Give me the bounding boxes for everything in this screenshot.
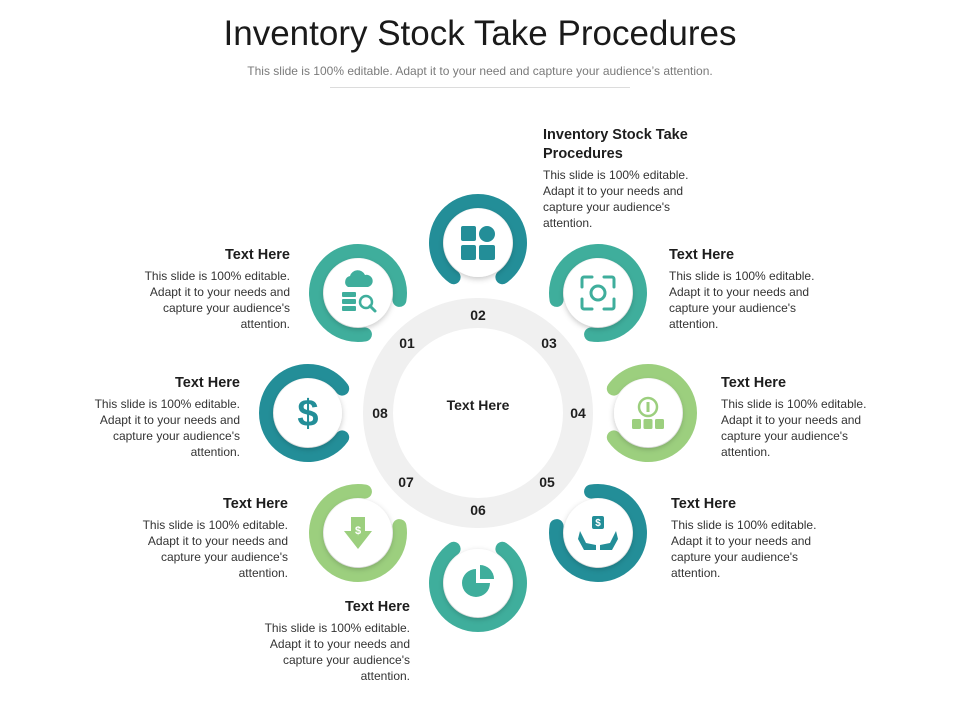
step-03-disc xyxy=(564,259,632,327)
step-07-number: 07 xyxy=(398,474,414,490)
title-divider xyxy=(330,87,630,88)
step-04-title: Text Here xyxy=(721,375,787,391)
step-02-title: Inventory Stock Take Procedures xyxy=(543,127,688,162)
step-04-number: 04 xyxy=(570,405,586,421)
step-05-body: This slide is 100% editable. Adapt it to… xyxy=(671,518,817,580)
down-arrow-dollar-icon: $ xyxy=(344,517,372,549)
step-08-label: Text Here This slide is 100% editable. A… xyxy=(90,374,240,460)
step-06-body: This slide is 100% editable. Adapt it to… xyxy=(264,621,410,683)
step-05-label: Text Here This slide is 100% editable. A… xyxy=(671,495,821,581)
center-label: Text Here xyxy=(446,397,510,413)
step-01-node xyxy=(309,244,407,342)
step-01-number: 01 xyxy=(399,335,415,351)
step-07-body: This slide is 100% editable. Adapt it to… xyxy=(142,518,288,580)
money-stack-icon xyxy=(632,396,664,429)
step-07-title: Text Here xyxy=(222,496,288,512)
pie-chart-icon xyxy=(462,565,494,597)
step-04-arc xyxy=(606,364,697,462)
step-07-arc xyxy=(309,484,407,582)
step-04-label: Text Here This slide is 100% editable. A… xyxy=(721,374,871,460)
step-05-disc xyxy=(564,499,632,567)
step-01-disc xyxy=(324,259,392,327)
step-03-node xyxy=(549,244,647,342)
step-08-disc xyxy=(274,379,342,447)
step-06-node xyxy=(429,541,527,632)
step-08-title: Text Here xyxy=(174,375,240,391)
center-ring xyxy=(363,298,593,528)
step-06-number: 06 xyxy=(470,502,486,518)
step-05-arc xyxy=(549,484,647,582)
hand-dollar-icon: $ xyxy=(578,516,618,550)
step-07-node: $ xyxy=(309,484,407,582)
step-02-node xyxy=(429,194,527,285)
cloud-server-icon xyxy=(342,270,377,313)
step-06-title: Text Here xyxy=(344,599,410,615)
step-04-body: This slide is 100% editable. Adapt it to… xyxy=(721,397,867,459)
step-03-title: Text Here xyxy=(669,247,735,263)
step-02-label: Inventory Stock Take Procedures This sli… xyxy=(543,126,693,231)
step-08-node: $ xyxy=(259,364,350,462)
step-03-number: 03 xyxy=(541,335,557,351)
dollar-sign-icon: $ xyxy=(297,393,318,435)
step-01-body: This slide is 100% editable. Adapt it to… xyxy=(144,269,290,331)
step-08-arc xyxy=(259,364,350,462)
step-07-label: Text Here This slide is 100% editable. A… xyxy=(138,495,288,581)
step-01-arc xyxy=(309,244,407,342)
step-08-number: 08 xyxy=(372,405,388,421)
step-05-title: Text Here xyxy=(671,496,737,512)
dashboard-grid-icon xyxy=(461,226,495,260)
step-04-node xyxy=(606,364,697,462)
step-01-title: Text Here xyxy=(224,247,290,263)
step-02-arc xyxy=(429,194,527,285)
svg-text:$: $ xyxy=(355,525,361,537)
step-06-arc xyxy=(429,541,527,632)
step-05-node: $ xyxy=(549,484,647,582)
step-03-arc xyxy=(549,244,647,342)
svg-text:$: $ xyxy=(595,518,601,529)
scan-focus-icon xyxy=(580,275,616,311)
step-02-number: 02 xyxy=(470,307,486,323)
step-06-label: Text Here This slide is 100% editable. A… xyxy=(260,598,410,684)
step-05-number: 05 xyxy=(539,474,555,490)
step-02-body: This slide is 100% editable. Adapt it to… xyxy=(543,168,689,230)
step-08-body: This slide is 100% editable. Adapt it to… xyxy=(94,397,240,459)
step-01-label: Text Here This slide is 100% editable. A… xyxy=(140,246,290,332)
step-03-body: This slide is 100% editable. Adapt it to… xyxy=(669,269,815,331)
step-02-disc xyxy=(444,209,512,277)
step-03-label: Text Here This slide is 100% editable. A… xyxy=(669,246,819,332)
step-04-disc xyxy=(614,379,682,447)
svg-text:$: $ xyxy=(297,393,318,435)
slide-title: Inventory Stock Take Procedures xyxy=(223,14,737,53)
slide-subtitle: This slide is 100% editable. Adapt it to… xyxy=(247,64,713,78)
